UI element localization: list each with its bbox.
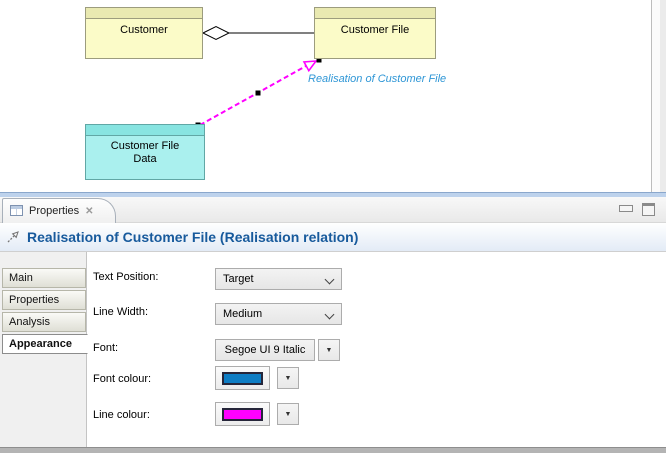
dropdown-arrow-icon: ▼ xyxy=(284,410,292,418)
line-width-value: Medium xyxy=(223,308,263,320)
aggregation-connector[interactable] xyxy=(201,25,314,41)
text-position-label: Text Position: xyxy=(93,271,159,283)
realisation-relation-icon xyxy=(7,231,19,243)
canvas-right-margin xyxy=(660,0,666,192)
tab-label: Properties xyxy=(29,205,80,217)
text-position-select[interactable]: Target xyxy=(215,268,342,290)
dropdown-arrow-icon: ▼ xyxy=(284,374,292,382)
tab-analysis[interactable]: Analysis xyxy=(2,312,86,332)
font-colour-button[interactable] xyxy=(215,366,270,390)
element-label: Customer File xyxy=(340,24,410,36)
font-label: Font: xyxy=(93,342,119,354)
chevron-down-icon xyxy=(324,309,335,320)
font-button[interactable]: Segoe UI 9 Italic xyxy=(215,339,315,361)
realisation-connector[interactable] xyxy=(195,57,322,128)
tab-appearance[interactable]: Appearance xyxy=(2,334,88,354)
view-window-buttons xyxy=(619,203,655,216)
properties-header: Realisation of Customer File (Realisatio… xyxy=(0,223,666,252)
editor-bottom-edge xyxy=(0,192,666,197)
element-header-strip xyxy=(86,8,202,19)
element-customer[interactable]: Customer xyxy=(85,7,203,59)
font-colour-dropdown-button[interactable]: ▼ xyxy=(277,367,299,389)
element-label: Customer xyxy=(120,24,168,36)
line-colour-label: Line colour: xyxy=(93,409,150,421)
properties-view: Properties ✕ Realisation of Customer Fil… xyxy=(0,197,666,453)
minimize-icon[interactable] xyxy=(619,205,633,212)
properties-body: Main Properties Analysis Appearance Text… xyxy=(0,252,666,447)
properties-title: Realisation of Customer File (Realisatio… xyxy=(27,229,359,245)
font-colour-label: Font colour: xyxy=(93,373,152,385)
tab-properties[interactable]: Properties ✕ xyxy=(2,198,116,223)
properties-bottom-edge xyxy=(0,447,666,453)
line-width-label: Line Width: xyxy=(93,306,149,318)
midpoint-handle[interactable] xyxy=(255,90,261,96)
connectors-layer xyxy=(195,25,322,128)
element-header-strip xyxy=(86,125,204,136)
font-colour-swatch xyxy=(222,371,263,385)
element-customer-file-data[interactable]: Customer File Data xyxy=(85,124,205,180)
line-colour-dropdown-button[interactable]: ▼ xyxy=(277,403,299,425)
close-icon[interactable]: ✕ xyxy=(85,205,94,217)
maximize-icon[interactable] xyxy=(642,203,655,216)
text-position-value: Target xyxy=(223,273,254,285)
tab-main[interactable]: Main xyxy=(2,268,86,288)
properties-side-tabs: Main Properties Analysis Appearance xyxy=(0,252,88,447)
element-label: Customer File Data xyxy=(110,140,180,165)
line-width-select[interactable]: Medium xyxy=(215,303,342,325)
line-colour-swatch xyxy=(222,407,263,421)
diagram-canvas[interactable]: Customer Customer File Customer File Dat… xyxy=(0,0,666,192)
realisation-dashed-line xyxy=(199,65,307,126)
line-colour-button[interactable] xyxy=(215,402,270,426)
font-dropdown-button[interactable]: ▼ xyxy=(318,339,340,361)
view-tab-bar: Properties ✕ xyxy=(0,197,666,223)
tab-properties-sub[interactable]: Properties xyxy=(2,290,86,310)
properties-table-icon xyxy=(10,205,23,216)
element-customer-file[interactable]: Customer File xyxy=(314,7,436,59)
aggregation-diamond xyxy=(201,25,231,41)
chevron-down-icon xyxy=(324,274,335,285)
target-handle[interactable] xyxy=(316,57,322,63)
realisation-connection-label[interactable]: Realisation of Customer File xyxy=(308,73,447,85)
dropdown-arrow-icon: ▼ xyxy=(325,346,333,354)
element-header-strip xyxy=(315,8,435,19)
realisation-arrowhead xyxy=(302,60,318,73)
canvas-vertical-scrollbar[interactable] xyxy=(651,0,661,192)
